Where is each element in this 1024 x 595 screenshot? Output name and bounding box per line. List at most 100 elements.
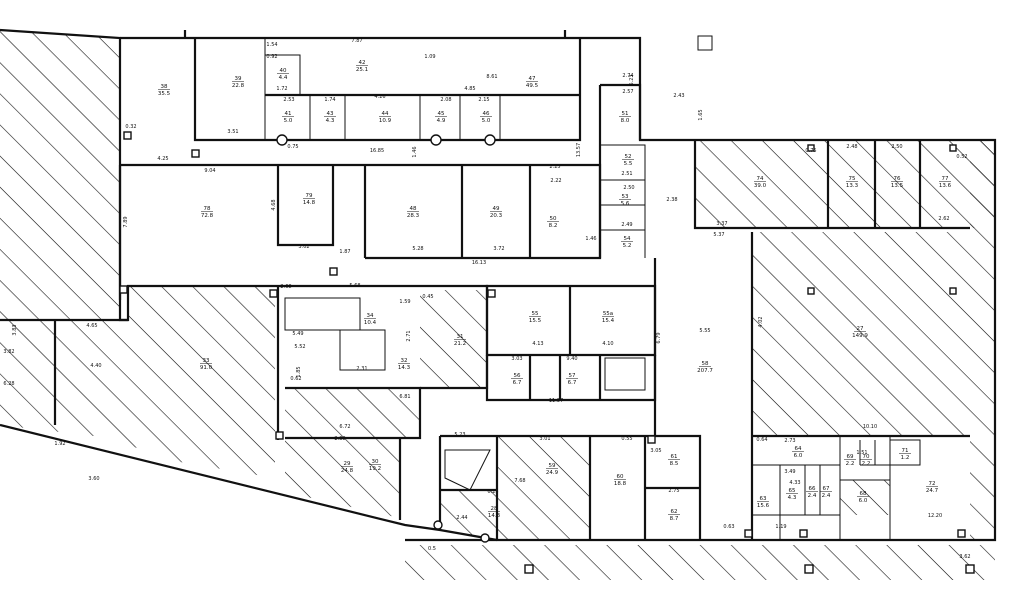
- room-69-label: 692.2: [844, 454, 856, 467]
- room-area: 8.7: [670, 516, 679, 522]
- dimension-label: 2.31: [356, 366, 367, 372]
- dimension-label: 2.57: [622, 89, 633, 95]
- room-area: 149.9: [852, 333, 868, 339]
- room-area: 5.0: [284, 118, 293, 124]
- dimension-label: 1.85: [296, 366, 302, 377]
- dimension-label: 5.52: [294, 344, 305, 350]
- room-area: 15.5: [529, 318, 542, 324]
- dimension-label: 8.61: [486, 74, 497, 80]
- dimension-label: 4.40: [90, 363, 101, 369]
- room-number: 32: [401, 358, 408, 364]
- room-area: 21.2: [454, 341, 466, 347]
- dimension-label: 2.48: [846, 144, 857, 150]
- dimension-label: 11.37: [549, 398, 563, 404]
- room-area: 8.0: [621, 118, 630, 124]
- room-area: 5.0: [482, 118, 491, 124]
- room-65-label: 654.3: [786, 488, 798, 501]
- room-40-label: 404.4: [277, 68, 289, 81]
- room-area: 18.8: [614, 481, 627, 487]
- room-number: 34: [367, 313, 374, 319]
- room-number: 39: [235, 76, 242, 82]
- dimension-label: 6.28: [3, 381, 14, 387]
- room-area: 22.8: [232, 83, 245, 89]
- dimension-label: 2.74: [622, 73, 633, 79]
- dimension-label: 10.10: [863, 424, 877, 430]
- room-number: 50: [550, 216, 557, 222]
- room-area: 28.3: [407, 213, 420, 219]
- columns: [119, 35, 975, 574]
- dimension-label: 1.46: [585, 236, 596, 242]
- dimension-label: 2.44: [456, 515, 467, 521]
- dimension-label: 6.79: [656, 332, 662, 343]
- dimension-label: 2.75: [668, 488, 679, 494]
- dimension-label: 4.26: [374, 94, 385, 100]
- dimension-label: 0.5: [428, 546, 436, 552]
- room-number: 78: [204, 206, 211, 212]
- room-number: 67: [823, 486, 830, 492]
- room-number: 60: [617, 474, 624, 480]
- dimension-label: 6.25: [487, 489, 498, 495]
- room-71-label: 711.2: [899, 448, 911, 461]
- room-area: 2.4: [808, 493, 817, 499]
- room-52-label: 525.5: [622, 154, 634, 167]
- dimension-label: 2.43: [673, 93, 684, 99]
- room-61-label: 618.5: [668, 454, 680, 467]
- room-43-label: 434.3: [324, 111, 336, 124]
- room-number: 44: [382, 111, 389, 117]
- dimension-label: 9.04: [204, 168, 215, 174]
- room-area: 15.6: [757, 503, 770, 509]
- room-area: 10.4: [364, 320, 377, 326]
- dimension-label: 3.83: [12, 324, 18, 335]
- room-area: 39.0: [754, 183, 767, 189]
- dimension-label: 0.75: [805, 148, 816, 154]
- room-number: 59: [549, 463, 556, 469]
- dimension-label: 2.68: [280, 284, 291, 290]
- dimension-label: 3.60: [88, 476, 99, 482]
- dimension-label: 2.50: [623, 185, 634, 191]
- room-70-label: 702.2: [860, 454, 872, 467]
- room-number: 63: [760, 496, 767, 502]
- room-number: 72: [929, 481, 936, 487]
- room-area: 15.4: [602, 318, 615, 324]
- room-number: 46: [483, 111, 490, 117]
- dimension-label: 3.51: [227, 129, 238, 135]
- dimension-label: 16.85: [370, 148, 384, 154]
- dimension-label: 3.01: [539, 436, 550, 442]
- room-area: 25.1: [356, 67, 368, 73]
- dimension-label: 2.22: [550, 178, 561, 184]
- room-area: 14.3: [398, 365, 411, 371]
- room-area: 6.7: [513, 380, 522, 386]
- dimension-label: 7.68: [514, 478, 525, 484]
- room-68-label: 686.0: [857, 491, 869, 504]
- room-number: 51: [622, 111, 629, 117]
- room-number: 57: [569, 373, 576, 379]
- dimension-label: 5.23: [454, 432, 465, 438]
- room-number: 58: [702, 361, 709, 367]
- dimension-label: 3.05: [650, 448, 661, 454]
- dimension-label: 0.64: [756, 437, 767, 443]
- room-56-label: 566.7: [511, 373, 523, 386]
- dimension-label: 4.33: [789, 480, 800, 486]
- room-number: 54: [624, 236, 631, 242]
- room-number: 74: [757, 176, 764, 182]
- dimension-label: 7.87: [351, 38, 362, 44]
- room-57-label: 576.7: [566, 373, 578, 386]
- dimension-label: 3.03: [511, 356, 522, 362]
- dimension-label: 0.55: [621, 436, 632, 442]
- room-labels: 3835.53922.8404.4415.04225.1434.34410.94…: [158, 60, 952, 522]
- dimension-label: 2.51: [621, 171, 632, 177]
